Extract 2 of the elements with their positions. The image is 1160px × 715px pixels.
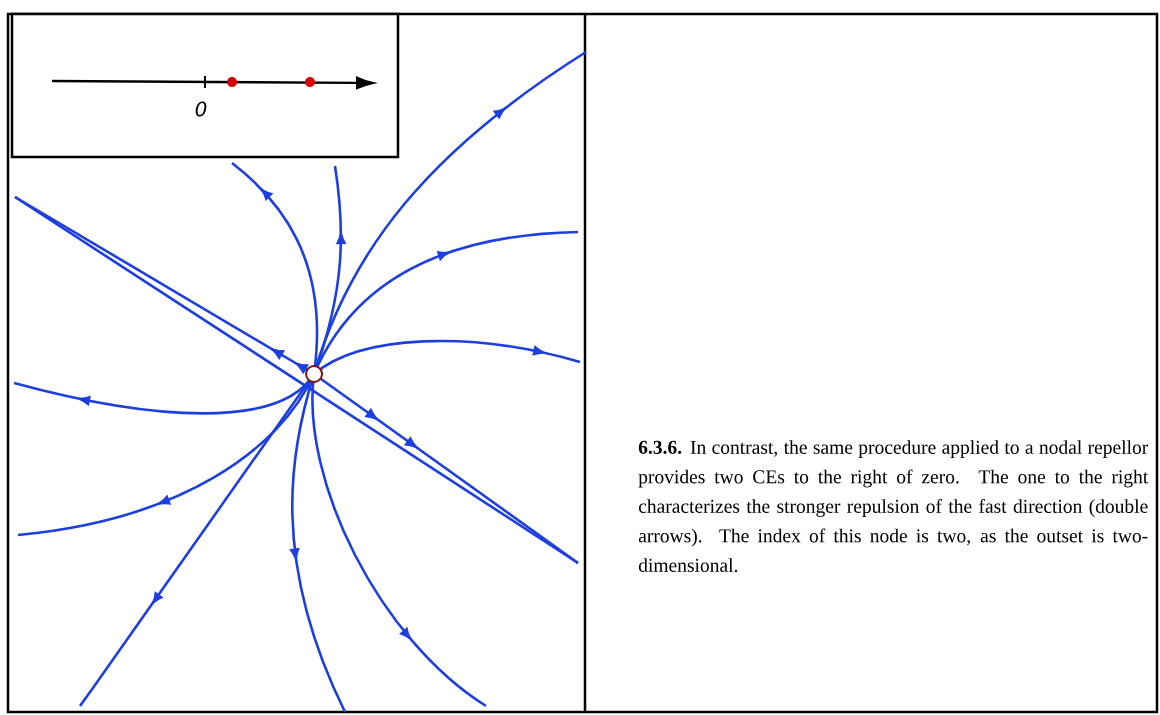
axis-label: 0 [195, 101, 207, 117]
caption: 6.3.6. In contrast, the same procedure applied to a nodal repellor provides two CEs to the right of zero. The one to the right characterizes the stronger repulsion of the fast direction (double arrows). The index of this node is two, as the outset is two-dimensional. [638, 440, 1149, 572]
